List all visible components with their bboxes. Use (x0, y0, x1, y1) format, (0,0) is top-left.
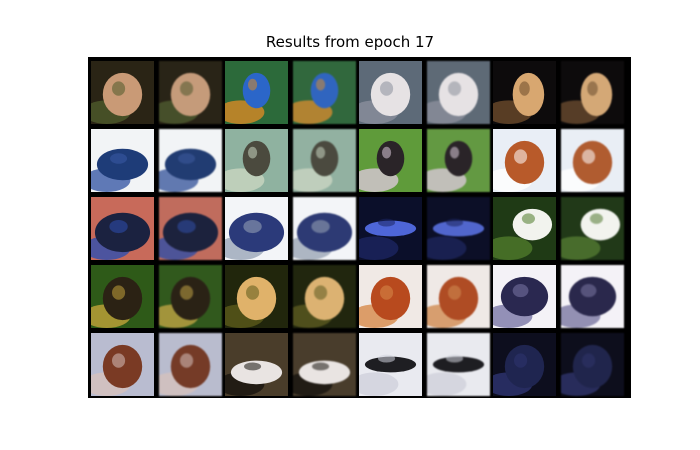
reconstructed-image (159, 61, 222, 124)
reconstructed-image (159, 197, 222, 260)
sample-pair (225, 197, 357, 263)
sample-pair (493, 333, 625, 399)
reconstructed-image (561, 129, 624, 192)
sample-pair (91, 265, 223, 331)
reconstructed-image (427, 333, 490, 396)
reconstructed-image (293, 197, 356, 260)
image-grid (88, 57, 631, 398)
original-image (359, 197, 422, 260)
sample-pair (225, 61, 357, 127)
reconstructed-image (293, 129, 356, 192)
reconstructed-image (427, 61, 490, 124)
sample-pair (493, 129, 625, 195)
reconstructed-image (427, 265, 490, 328)
original-image (359, 61, 422, 124)
sample-pair (359, 197, 491, 263)
original-image (359, 333, 422, 396)
original-image (493, 197, 556, 260)
reconstructed-image (293, 61, 356, 124)
sample-pair (493, 265, 625, 331)
sample-pair (225, 265, 357, 331)
sample-pair (91, 197, 223, 263)
original-image (225, 129, 288, 192)
reconstructed-image (159, 333, 222, 396)
original-image (225, 333, 288, 396)
original-image (493, 333, 556, 396)
reconstructed-image (561, 197, 624, 260)
sample-pair (359, 129, 491, 195)
original-image (359, 265, 422, 328)
sample-pair (359, 333, 491, 399)
sample-pair (359, 61, 491, 127)
reconstructed-image (561, 265, 624, 328)
reconstructed-image (159, 265, 222, 328)
original-image (225, 197, 288, 260)
sample-pair (91, 129, 223, 195)
original-image (225, 265, 288, 328)
original-image (91, 197, 154, 260)
figure-title: Results from epoch 17 (265, 33, 435, 51)
sample-pair (493, 61, 625, 127)
original-image (493, 129, 556, 192)
reconstructed-image (293, 333, 356, 396)
sample-pair (91, 61, 223, 127)
original-image (91, 265, 154, 328)
original-image (493, 61, 556, 124)
original-image (225, 61, 288, 124)
reconstructed-image (293, 265, 356, 328)
original-image (91, 129, 154, 192)
sample-pair (225, 129, 357, 195)
original-image (91, 333, 154, 396)
reconstructed-image (561, 61, 624, 124)
original-image (359, 129, 422, 192)
sample-pair (493, 197, 625, 263)
original-image (493, 265, 556, 328)
reconstructed-image (159, 129, 222, 192)
sample-pair (225, 333, 357, 399)
sample-pair (91, 333, 223, 399)
sample-pair (359, 265, 491, 331)
reconstructed-image (427, 129, 490, 192)
original-image (91, 61, 154, 124)
reconstructed-image (427, 197, 490, 260)
reconstructed-image (561, 333, 624, 396)
